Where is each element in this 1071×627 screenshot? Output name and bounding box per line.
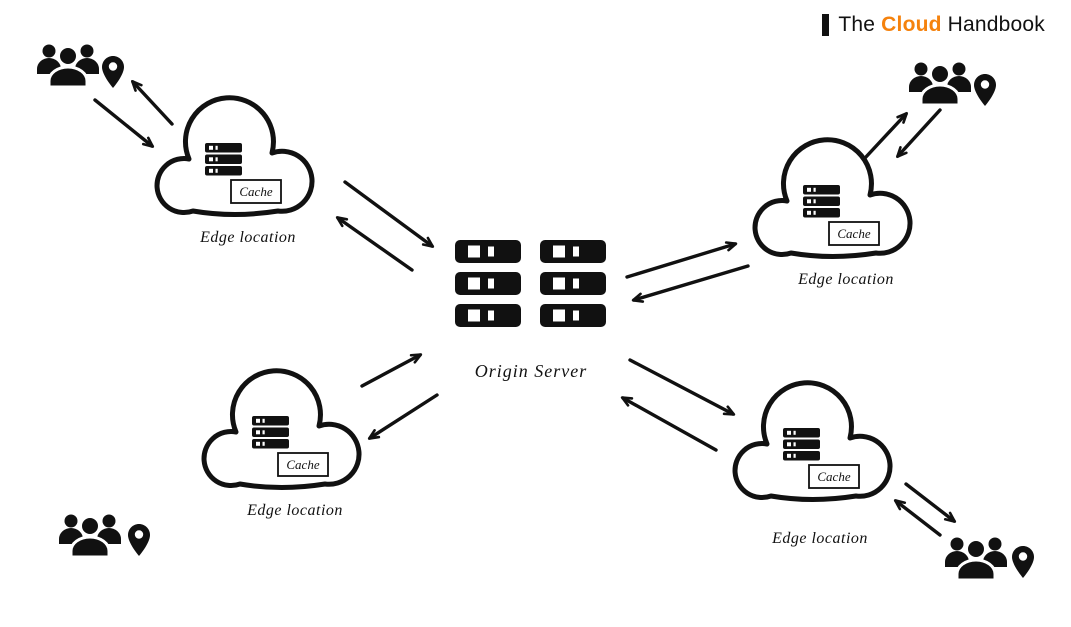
arrow-edge-tr-to-origin [631,264,750,303]
edge-location-bottom-left: Cache Edge location [204,371,359,519]
users-top-right [907,61,996,107]
users-bottom-right [943,536,1034,582]
users-bottom-left [57,513,150,559]
cache-label: Cache [817,469,850,484]
arrow-edge-to-users-tr [863,111,908,160]
edge-location-top-left: Cache Edge location [157,98,312,246]
cache-box [277,452,329,477]
server-rack-icon [540,240,606,263]
server-stack-icon [205,143,242,176]
arrow-edge-br-to-origin [620,396,718,452]
cache-label: Cache [286,457,319,472]
edge-location-label: Edge location [797,271,894,288]
server-stack-icon [803,185,840,218]
cache-box [230,179,282,204]
cache-label: Cache [837,226,870,241]
users-group-icon [57,513,123,559]
arrow-edge-bl-to-origin [360,353,423,388]
users-top-left [35,43,124,89]
origin-server: Origin Server [455,240,606,381]
arrow-users-to-edge-tl [93,98,155,148]
cache-label: Cache [239,184,272,199]
server-rack-icon [540,272,606,295]
users-group-icon [943,536,1009,582]
brand-suffix: Handbook [947,13,1045,36]
cache-box [808,464,860,489]
brand-header: The Cloud Handbook [822,13,1045,37]
server-stack-icon [783,428,820,461]
edge-location-label: Edge location [246,502,343,519]
origin-server-label: Origin Server [475,361,587,381]
brand-prefix: The [838,13,876,36]
arrow-edge-to-users-tl [131,79,174,126]
edge-location-label: Edge location [199,229,296,246]
location-pin-icon [974,74,996,106]
location-pin-icon [128,524,150,556]
brand-bar-icon [822,14,830,36]
server-rack-icon [455,304,521,327]
arrow-edge-tl-to-origin [343,180,435,248]
arrow-users-to-edge-tr [896,108,942,159]
users-group-icon [35,43,101,89]
arrow-origin-to-edge-br [628,358,736,416]
brand-highlight: Cloud [881,13,942,36]
arrow-users-to-edge-br [893,499,942,537]
arrow-edge-to-users-br [904,482,957,523]
arrow-origin-to-edge-tl [335,216,414,272]
location-pin-icon [1012,546,1034,578]
server-rack-icon [540,304,606,327]
location-pin-icon [102,56,124,88]
edge-location-bottom-right: Cache Edge location [735,383,890,547]
cache-box [828,221,880,246]
users-group-icon [907,61,973,107]
arrow-origin-to-edge-bl [367,393,439,440]
server-stack-icon [252,416,289,449]
edge-location-top-right: Cache Edge location [755,140,910,288]
edge-location-label: Edge location [771,530,868,547]
server-rack-icon [455,240,521,263]
server-rack-icon [455,272,521,295]
arrow-origin-to-edge-tr [625,241,738,279]
